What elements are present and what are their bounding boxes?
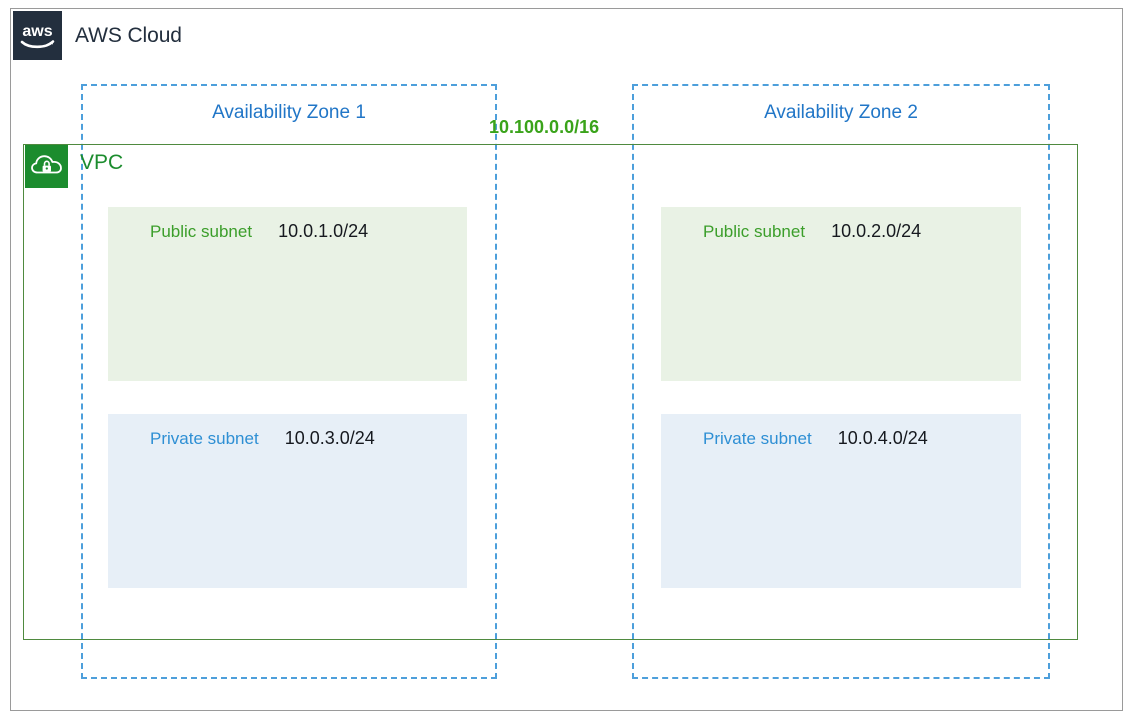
- public-subnet-az1-name: Public subnet: [150, 222, 253, 241]
- public-subnet-az1: Public subnet 10.0.1.0/24: [108, 207, 467, 381]
- private-subnet-az1-name: Private subnet: [150, 429, 259, 448]
- private-subnet-az1: Private subnet 10.0.3.0/24: [108, 414, 467, 588]
- public-subnet-az1-cidr: 10.0.1.0/24: [278, 221, 369, 241]
- private-subnet-az1-row: Private subnet 10.0.3.0/24: [150, 428, 375, 449]
- availability-zone-1-boundary: Availability Zone 1: [81, 84, 497, 679]
- svg-text:aws: aws: [22, 23, 52, 40]
- availability-zone-2-boundary: Availability Zone 2: [632, 84, 1050, 679]
- private-subnet-az2-cidr: 10.0.4.0/24: [837, 428, 928, 448]
- public-subnet-az2-name: Public subnet: [703, 222, 806, 241]
- public-subnet-az1-row: Public subnet 10.0.1.0/24: [150, 221, 368, 242]
- vpc-cloud-lock-icon: [25, 145, 68, 188]
- vpc-label: VPC: [80, 151, 124, 174]
- private-subnet-az2-name: Private subnet: [703, 429, 812, 448]
- public-subnet-az2-cidr: 10.0.2.0/24: [831, 221, 922, 241]
- availability-zone-2-label: Availability Zone 2: [764, 102, 918, 123]
- public-subnet-az2: Public subnet 10.0.2.0/24: [661, 207, 1021, 381]
- private-subnet-az2: Private subnet 10.0.4.0/24: [661, 414, 1021, 588]
- vpc-boundary: [23, 144, 1078, 640]
- vpc-cidr-label: 10.100.0.0/16: [489, 117, 600, 137]
- private-subnet-az1-cidr: 10.0.3.0/24: [284, 428, 375, 448]
- availability-zone-1-label: Availability Zone 1: [212, 102, 366, 123]
- private-subnet-az2-row: Private subnet 10.0.4.0/24: [703, 428, 928, 449]
- aws-logo-icon: aws: [13, 11, 62, 60]
- aws-cloud-title: AWS Cloud: [75, 24, 182, 47]
- public-subnet-az2-row: Public subnet 10.0.2.0/24: [703, 221, 921, 242]
